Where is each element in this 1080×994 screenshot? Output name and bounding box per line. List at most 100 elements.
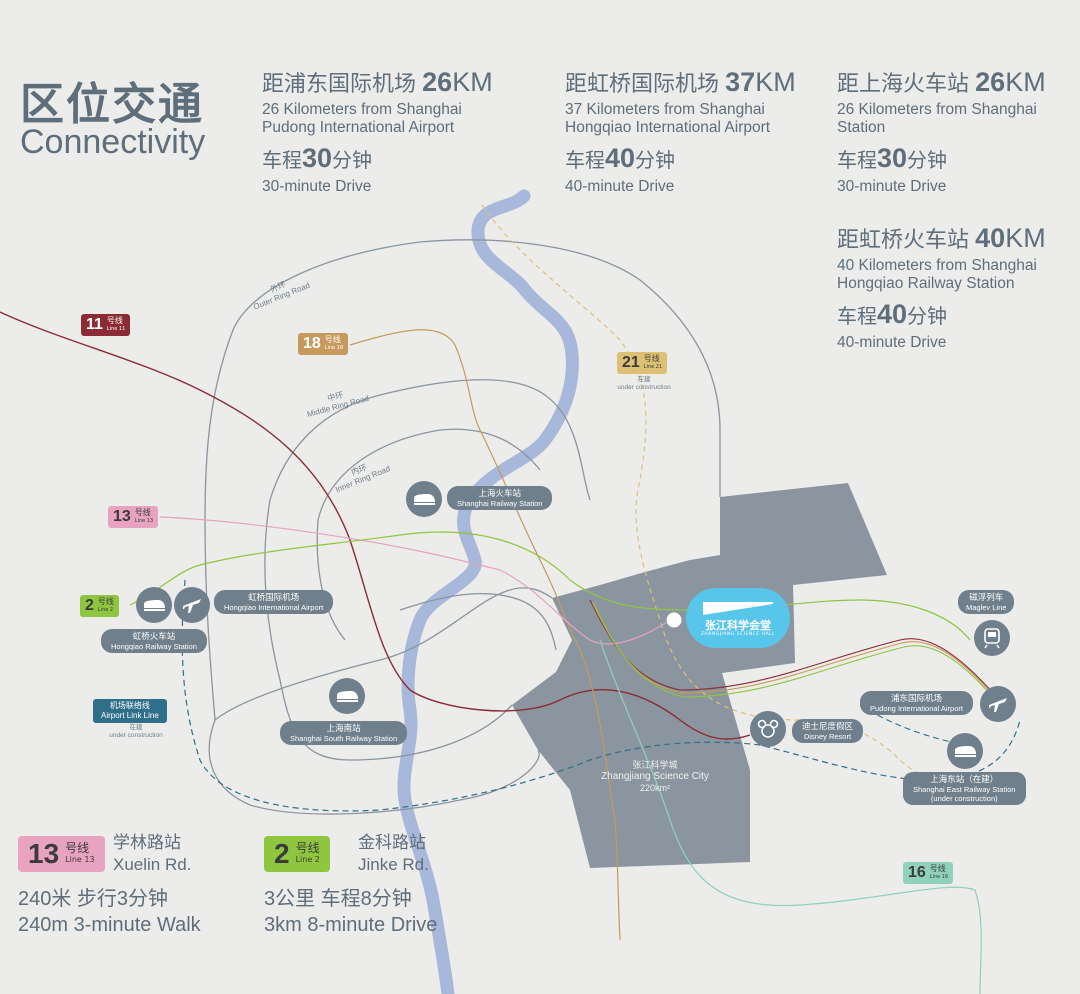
line-cn: 号线 bbox=[134, 508, 151, 517]
pudong-airport-label: 浦东国际机场 Pudong International Airport bbox=[860, 691, 973, 715]
line-en: Line 18 bbox=[324, 345, 344, 351]
legend-line-en: Line 13 bbox=[65, 855, 95, 864]
legend-distance-2: 3公里 车程8分钟 3km 8-minute Drive bbox=[264, 886, 437, 938]
line-number: 11 bbox=[86, 316, 103, 333]
page-title-cn: 区位交通 bbox=[20, 79, 204, 130]
distance-unit: KM bbox=[1005, 223, 1046, 253]
drive-number: 30 bbox=[302, 143, 333, 173]
legend-line-en: Line 2 bbox=[295, 855, 320, 864]
station-cn: 浦东国际机场 bbox=[890, 693, 942, 703]
venue-cn: 张江科学会堂 bbox=[705, 618, 771, 632]
note-cn: 在建 bbox=[129, 724, 143, 731]
legend-line-number: 2 bbox=[274, 838, 290, 869]
note-en: under construction bbox=[109, 732, 163, 739]
distance-label: 距虹桥国际机场 bbox=[565, 71, 720, 96]
line-21-note: 在建 under construction bbox=[610, 376, 678, 392]
zhangjiang-area: 220km² bbox=[639, 783, 670, 793]
drive-en: 40-minute Drive bbox=[837, 334, 947, 351]
station-cn: 虹桥火车站 bbox=[132, 631, 176, 641]
zhangjiang-science-hall-marker: 张江科学会堂 ZHANGJIANG SCIENCE HALL bbox=[686, 588, 790, 648]
station-en: Disney Resort bbox=[803, 732, 852, 741]
line-cn: 号线 bbox=[106, 316, 123, 325]
venue-en: ZHANGJIANG SCIENCE HALL bbox=[700, 631, 776, 637]
station-en: Hongqiao International Airport bbox=[224, 603, 324, 612]
zhangjiang-label: 张江科学城 Zhangjiang Science City 220km² bbox=[590, 760, 720, 794]
science-hall-dot bbox=[665, 611, 683, 629]
station-en: Hongqiao Railway Station bbox=[111, 642, 197, 651]
note-en: under construction bbox=[617, 384, 671, 391]
legend-distance-13: 240米 步行3分钟 240m 3-minute Walk bbox=[18, 886, 201, 938]
line-en: Line 13 bbox=[134, 518, 154, 524]
legend-distance-cn: 3公里 车程8分钟 bbox=[264, 888, 412, 910]
drive-en: 40-minute Drive bbox=[565, 178, 675, 195]
huangpu-river bbox=[397, 189, 579, 994]
line-11-route bbox=[0, 311, 751, 740]
legend-distance-en: 3km 8-minute Drive bbox=[264, 914, 438, 936]
station-en: Pudong International Airport bbox=[870, 704, 963, 713]
line-16-route bbox=[599, 639, 982, 994]
train-icon bbox=[974, 620, 1010, 656]
station-cn: 上海火车站 bbox=[478, 488, 521, 498]
drive-suffix: 分钟 bbox=[332, 150, 373, 172]
distance-km: 26 bbox=[422, 67, 453, 97]
high-speed-train-icon bbox=[947, 733, 983, 769]
station-cn: 上海东站（在建） bbox=[930, 774, 999, 784]
legend-line-cn: 号线 bbox=[295, 841, 320, 855]
legend-distance-en: 240m 3-minute Walk bbox=[18, 914, 201, 936]
zhangjiang-cn: 张江科学城 bbox=[632, 760, 678, 770]
line-cn: 号线 bbox=[929, 864, 946, 873]
distance-en-2: Station bbox=[837, 119, 886, 136]
distance-label: 距虹桥火车站 bbox=[837, 227, 970, 252]
drive-suffix: 分钟 bbox=[635, 150, 676, 172]
zhangjiang-science-city-area bbox=[512, 483, 887, 868]
line-18-route bbox=[349, 329, 621, 941]
hongqiao-railway-station-label: 虹桥火车站 Hongqiao Railway Station bbox=[101, 629, 207, 653]
maglev-en: Maglev Line bbox=[966, 603, 1007, 612]
line-number: 16 bbox=[908, 864, 926, 881]
distance-km: 26 bbox=[975, 67, 1006, 97]
station-cn: 上海南站 bbox=[326, 723, 361, 733]
station-cn: 虹桥国际机场 bbox=[248, 592, 300, 602]
legend-station-cn: 金科路站 bbox=[358, 833, 426, 852]
shanghai-railway-station-label: 上海火车站 Shanghai Railway Station bbox=[447, 486, 553, 510]
line-number: 2 bbox=[85, 597, 94, 614]
airport-link-route bbox=[181, 579, 1021, 812]
distance-label: 距上海火车站 bbox=[837, 71, 970, 96]
line-number: 18 bbox=[303, 335, 321, 352]
line-number: 13 bbox=[113, 508, 131, 525]
distance-en-2: Hongqiao International Airport bbox=[565, 119, 771, 136]
distance-km: 40 bbox=[975, 223, 1006, 253]
drive-prefix: 车程 bbox=[837, 306, 877, 328]
maglev-cn: 磁浮列车 bbox=[969, 592, 1004, 602]
distance-km: 37 bbox=[725, 67, 756, 97]
high-speed-train-icon bbox=[406, 481, 442, 517]
legend-distance-cn: 240米 步行3分钟 bbox=[18, 888, 169, 910]
distance-unit: KM bbox=[755, 67, 796, 97]
drive-en: 30-minute Drive bbox=[262, 178, 372, 195]
distance-label: 距浦东国际机场 bbox=[262, 71, 417, 96]
airport-link-en: Airport Link Line bbox=[101, 711, 159, 720]
drive-prefix: 车程 bbox=[837, 150, 877, 172]
station-en: Shanghai Railway Station bbox=[457, 499, 543, 508]
line-cn: 号线 bbox=[643, 354, 660, 363]
airport-link-cn: 机场联络线 bbox=[109, 701, 150, 710]
line-cn: 号线 bbox=[324, 335, 341, 344]
distance-en-1: 40 Kilometers from Shanghai bbox=[837, 257, 1037, 274]
distance-hongqiao-airport: 距虹桥国际机场 37KM 37 Kilometers from Shanghai… bbox=[565, 66, 796, 196]
airport-link-note: 在建 under construction bbox=[100, 724, 172, 740]
station-cn: 迪士尼度假区 bbox=[802, 721, 854, 731]
legend-line-number: 13 bbox=[28, 838, 60, 869]
line-21-route bbox=[481, 204, 1021, 791]
zhangjiang-en: Zhangjiang Science City bbox=[601, 771, 709, 782]
distance-en-2: Hongqiao Railway Station bbox=[837, 275, 1015, 292]
airplane-icon bbox=[980, 686, 1016, 722]
